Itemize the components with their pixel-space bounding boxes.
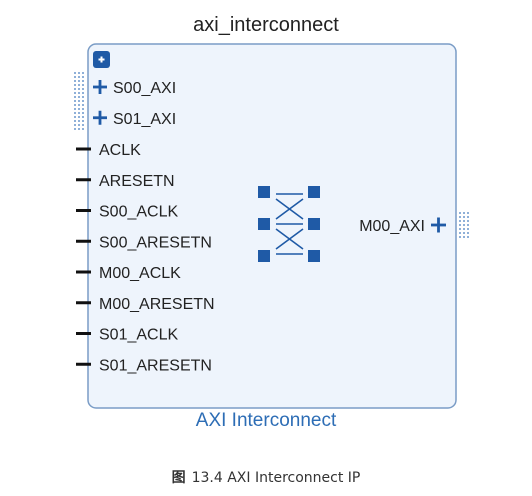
port-m00-aresetn[interactable]: M00_ARESETN [76,296,215,313]
port-label: M00_ARESETN [99,296,215,313]
port-label: ARESETN [99,173,175,190]
crossbar-icon [258,186,320,262]
wire-pin-stub [76,209,91,212]
wire-pin-stub [76,178,91,182]
bus-plus-icon-vertical [98,110,102,125]
port-label: S00_AXI [113,80,176,97]
port-s01-aresetn[interactable]: S01_ARESETN [76,357,212,374]
wire-pin-stub [76,332,91,335]
wire-pin-stub [76,147,91,151]
port-s01-aclk[interactable]: S01_ACLK [76,327,178,344]
port-s00-aclk[interactable]: S00_ACLK [76,204,178,221]
port-s00-axi[interactable]: S00_AXI [93,80,176,97]
port-s01-axi[interactable]: S01_AXI [93,110,176,128]
port-label: S01_ACLK [99,327,178,344]
wire-pin-stub [76,270,91,274]
bus-plus-icon-vertical [437,217,440,233]
port-label: ACLK [99,142,141,159]
ip-type-label: AXI Interconnect [195,410,337,431]
port-aclk[interactable]: ACLK [76,142,141,159]
port-m00-aclk[interactable]: M00_ACLK [76,265,181,282]
figure-caption: 图 13.4 AXI Interconnect IP [0,467,532,487]
wire-pin-stub [76,239,91,243]
port-label: S01_AXI [113,111,176,128]
port-label: M00_ACLK [99,265,181,282]
port-m00-axi[interactable]: M00_AXI [359,217,446,236]
block-instance-name: axi_interconnect [193,14,339,36]
port-label: M00_AXI [359,218,425,235]
figure-caption-text: 13.4 AXI Interconnect IP [191,470,361,486]
port-label: S00_ACLK [99,204,178,221]
figure-marker: 图 [171,470,186,486]
port-label: S01_ARESETN [99,357,212,374]
expand-toggle-button[interactable] [93,51,110,68]
wire-pin-stub [76,301,91,305]
wire-pin-stub [76,362,91,366]
ip-block-body[interactable] [87,43,457,409]
port-label: S00_ARESETN [99,234,212,251]
port-s00-aresetn[interactable]: S00_ARESETN [76,234,212,251]
left-bus-connector-dots [74,72,84,130]
right-bus-connector-dots [459,212,469,238]
port-aresetn[interactable]: ARESETN [76,173,175,190]
bus-plus-icon-vertical [98,80,102,94]
